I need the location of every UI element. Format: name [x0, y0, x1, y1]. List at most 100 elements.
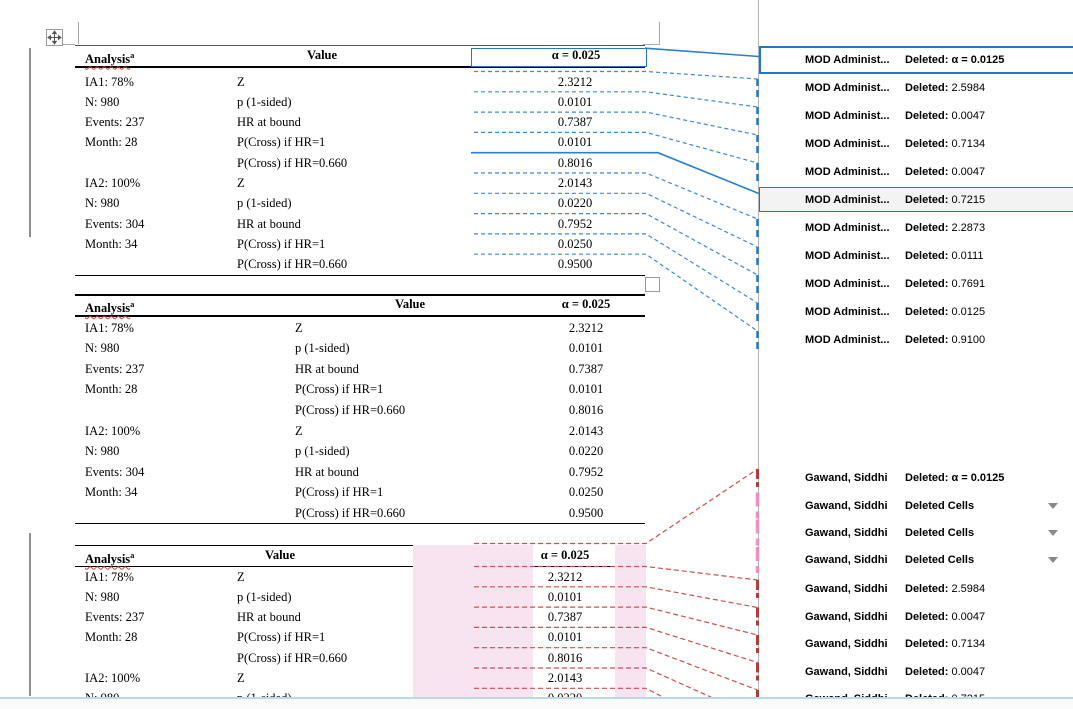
revision-balloon[interactable]: MOD Administ...Deleted: 0.0047 [761, 107, 1073, 125]
measure-cell[interactable]: Z [237, 74, 245, 89]
revision-balloon[interactable]: MOD Administ...Deleted: 0.7134 [761, 135, 1073, 153]
value-cell[interactable]: 0.0220 [568, 444, 604, 459]
measure-cell[interactable]: P(Cross) if HR=0.660 [295, 505, 406, 520]
analysis-cell[interactable]: Month: 34 [85, 485, 138, 500]
measure-cell[interactable]: P(Cross) if HR=0.660 [237, 155, 348, 170]
measure-cell[interactable]: Z [237, 671, 245, 685]
measure-cell[interactable]: P(Cross) if HR=1 [237, 630, 326, 645]
value-cell[interactable]: 0.0101 [547, 589, 583, 604]
measure-cell[interactable]: P(Cross) if HR=1 [295, 485, 384, 500]
value-cell[interactable]: 0.8016 [557, 155, 593, 170]
chevron-down-icon[interactable] [1048, 557, 1058, 563]
analysis-cell[interactable]: Events: 304 [85, 216, 145, 231]
analysis-header[interactable]: Analysisa [85, 549, 135, 567]
revision-balloon[interactable]: MOD Administ...Deleted: 0.7691 [761, 275, 1073, 293]
revision-balloon[interactable]: MOD Administ...Deleted: 0.0125 [761, 303, 1073, 321]
value-cell[interactable]: 0.0101 [557, 94, 593, 109]
measure-cell[interactable]: P(Cross) if HR=1 [237, 236, 326, 251]
measure-cell[interactable]: Z [237, 569, 245, 584]
value-cell[interactable]: 0.0250 [568, 485, 604, 500]
measure-cell[interactable]: P(Cross) if HR=1 [237, 135, 326, 150]
analysis-cell[interactable]: Month: 28 [85, 630, 138, 645]
revision-balloon[interactable]: MOD Administ...Deleted: 0.9100 [761, 331, 1073, 349]
value-cell[interactable]: 2.3212 [568, 320, 604, 335]
measure-cell[interactable]: P(Cross) if HR=0.660 [295, 402, 406, 417]
measure-cell[interactable]: P(Cross) if HR=0.660 [237, 650, 348, 665]
value-cell[interactable]: 0.9500 [557, 257, 593, 272]
measure-cell[interactable]: HR at bound [237, 115, 301, 130]
analysis-cell[interactable]: Events: 237 [85, 610, 145, 625]
measure-cell[interactable]: P(Cross) if HR=1 [295, 382, 384, 397]
revision-balloon[interactable]: MOD Administ...Deleted: 0.0047 [761, 163, 1073, 181]
alpha-header[interactable]: α = 0.025 [540, 547, 590, 562]
value-cell[interactable]: 2.3212 [547, 569, 583, 584]
alpha-header[interactable]: α = 0.025 [561, 297, 611, 311]
measure-cell[interactable]: HR at bound [237, 216, 301, 231]
measure-cell[interactable]: p (1-sided) [295, 444, 350, 459]
measure-cell[interactable]: p (1-sided) [295, 341, 350, 356]
analysis-cell[interactable]: IA1: 78% [85, 320, 134, 335]
measure-cell[interactable]: p (1-sided) [237, 94, 292, 109]
analysis-cell[interactable]: Month: 34 [85, 236, 138, 251]
revision-balloon[interactable]: MOD Administ...Deleted: α = 0.0125 [761, 51, 1073, 69]
analysis-cell[interactable]: N: 980 [85, 589, 120, 604]
measure-cell[interactable]: P(Cross) if HR=0.660 [237, 257, 348, 272]
chevron-down-icon[interactable] [1048, 502, 1058, 509]
analysis-header[interactable]: Analysisa [85, 49, 135, 67]
analysis-cell[interactable]: Events: 304 [85, 464, 145, 479]
value-cell[interactable]: 2.3212 [557, 74, 593, 89]
revision-balloon[interactable]: MOD Administ...Deleted: 2.5984 [761, 79, 1073, 97]
value-cell[interactable]: 0.0220 [557, 196, 593, 211]
value-cell[interactable]: 0.7387 [557, 115, 593, 130]
value-cell[interactable]: 2.0143 [568, 423, 604, 438]
value-cell[interactable]: 0.0101 [547, 630, 583, 645]
revision-balloon[interactable]: MOD Administ...Deleted: 0.0111 [761, 247, 1073, 265]
measure-cell[interactable]: HR at bound [295, 361, 359, 376]
analysis-cell[interactable]: IA1: 78% [85, 74, 134, 89]
value-cell[interactable]: 0.8016 [547, 650, 583, 665]
measure-cell[interactable]: p (1-sided) [237, 589, 292, 604]
table-resize-handle-icon[interactable] [645, 277, 660, 292]
analysis-cell[interactable]: N: 980 [85, 196, 120, 211]
value-cell[interactable]: 0.7952 [557, 216, 593, 231]
alpha-header[interactable]: α = 0.025 [551, 47, 601, 62]
revision-balloon[interactable]: MOD Administ...Deleted: 0.7215 [761, 191, 1073, 209]
value-cell[interactable]: 0.8016 [568, 402, 604, 417]
analysis-header[interactable]: Analysisa [85, 299, 135, 317]
value-header[interactable]: Value [306, 47, 338, 62]
measure-cell[interactable]: Z [295, 423, 303, 438]
measure-cell[interactable]: HR at bound [295, 464, 359, 479]
value-cell[interactable]: 0.0101 [568, 341, 604, 356]
value-cell[interactable]: 0.0101 [557, 135, 593, 150]
analysis-cell[interactable]: IA2: 100% [85, 423, 141, 438]
balloon-box-deleted-07215[interactable] [759, 186, 1073, 212]
measure-cell[interactable]: Z [295, 320, 303, 335]
measure-cell[interactable]: HR at bound [237, 610, 301, 625]
value-cell[interactable]: 2.0143 [547, 671, 583, 685]
value-header[interactable]: Value [264, 547, 296, 562]
measure-cell[interactable]: p (1-sided) [237, 196, 292, 211]
value-cell[interactable]: 0.9500 [568, 505, 604, 520]
analysis-cell[interactable]: N: 980 [85, 444, 120, 459]
chevron-down-icon[interactable] [1048, 529, 1058, 536]
value-cell[interactable]: 0.7387 [568, 361, 604, 376]
value-cell[interactable]: 0.0250 [557, 236, 593, 251]
value-cell[interactable]: 0.7387 [547, 610, 583, 625]
balloon-box-deleted-alpha[interactable] [759, 45, 1073, 74]
value-header[interactable]: Value [394, 297, 426, 311]
value-cell[interactable]: 0.0101 [568, 382, 604, 397]
analysis-cell[interactable]: IA2: 100% [85, 671, 141, 685]
analysis-cell[interactable]: IA1: 78% [85, 569, 134, 584]
revision-balloon[interactable]: MOD Administ...Deleted: 2.2873 [761, 219, 1073, 237]
analysis-cell[interactable]: Events: 237 [85, 361, 145, 376]
analysis-cell[interactable]: Month: 28 [85, 382, 138, 397]
value-cell[interactable]: 2.0143 [557, 176, 593, 190]
value-cell[interactable]: 0.7952 [568, 464, 604, 479]
